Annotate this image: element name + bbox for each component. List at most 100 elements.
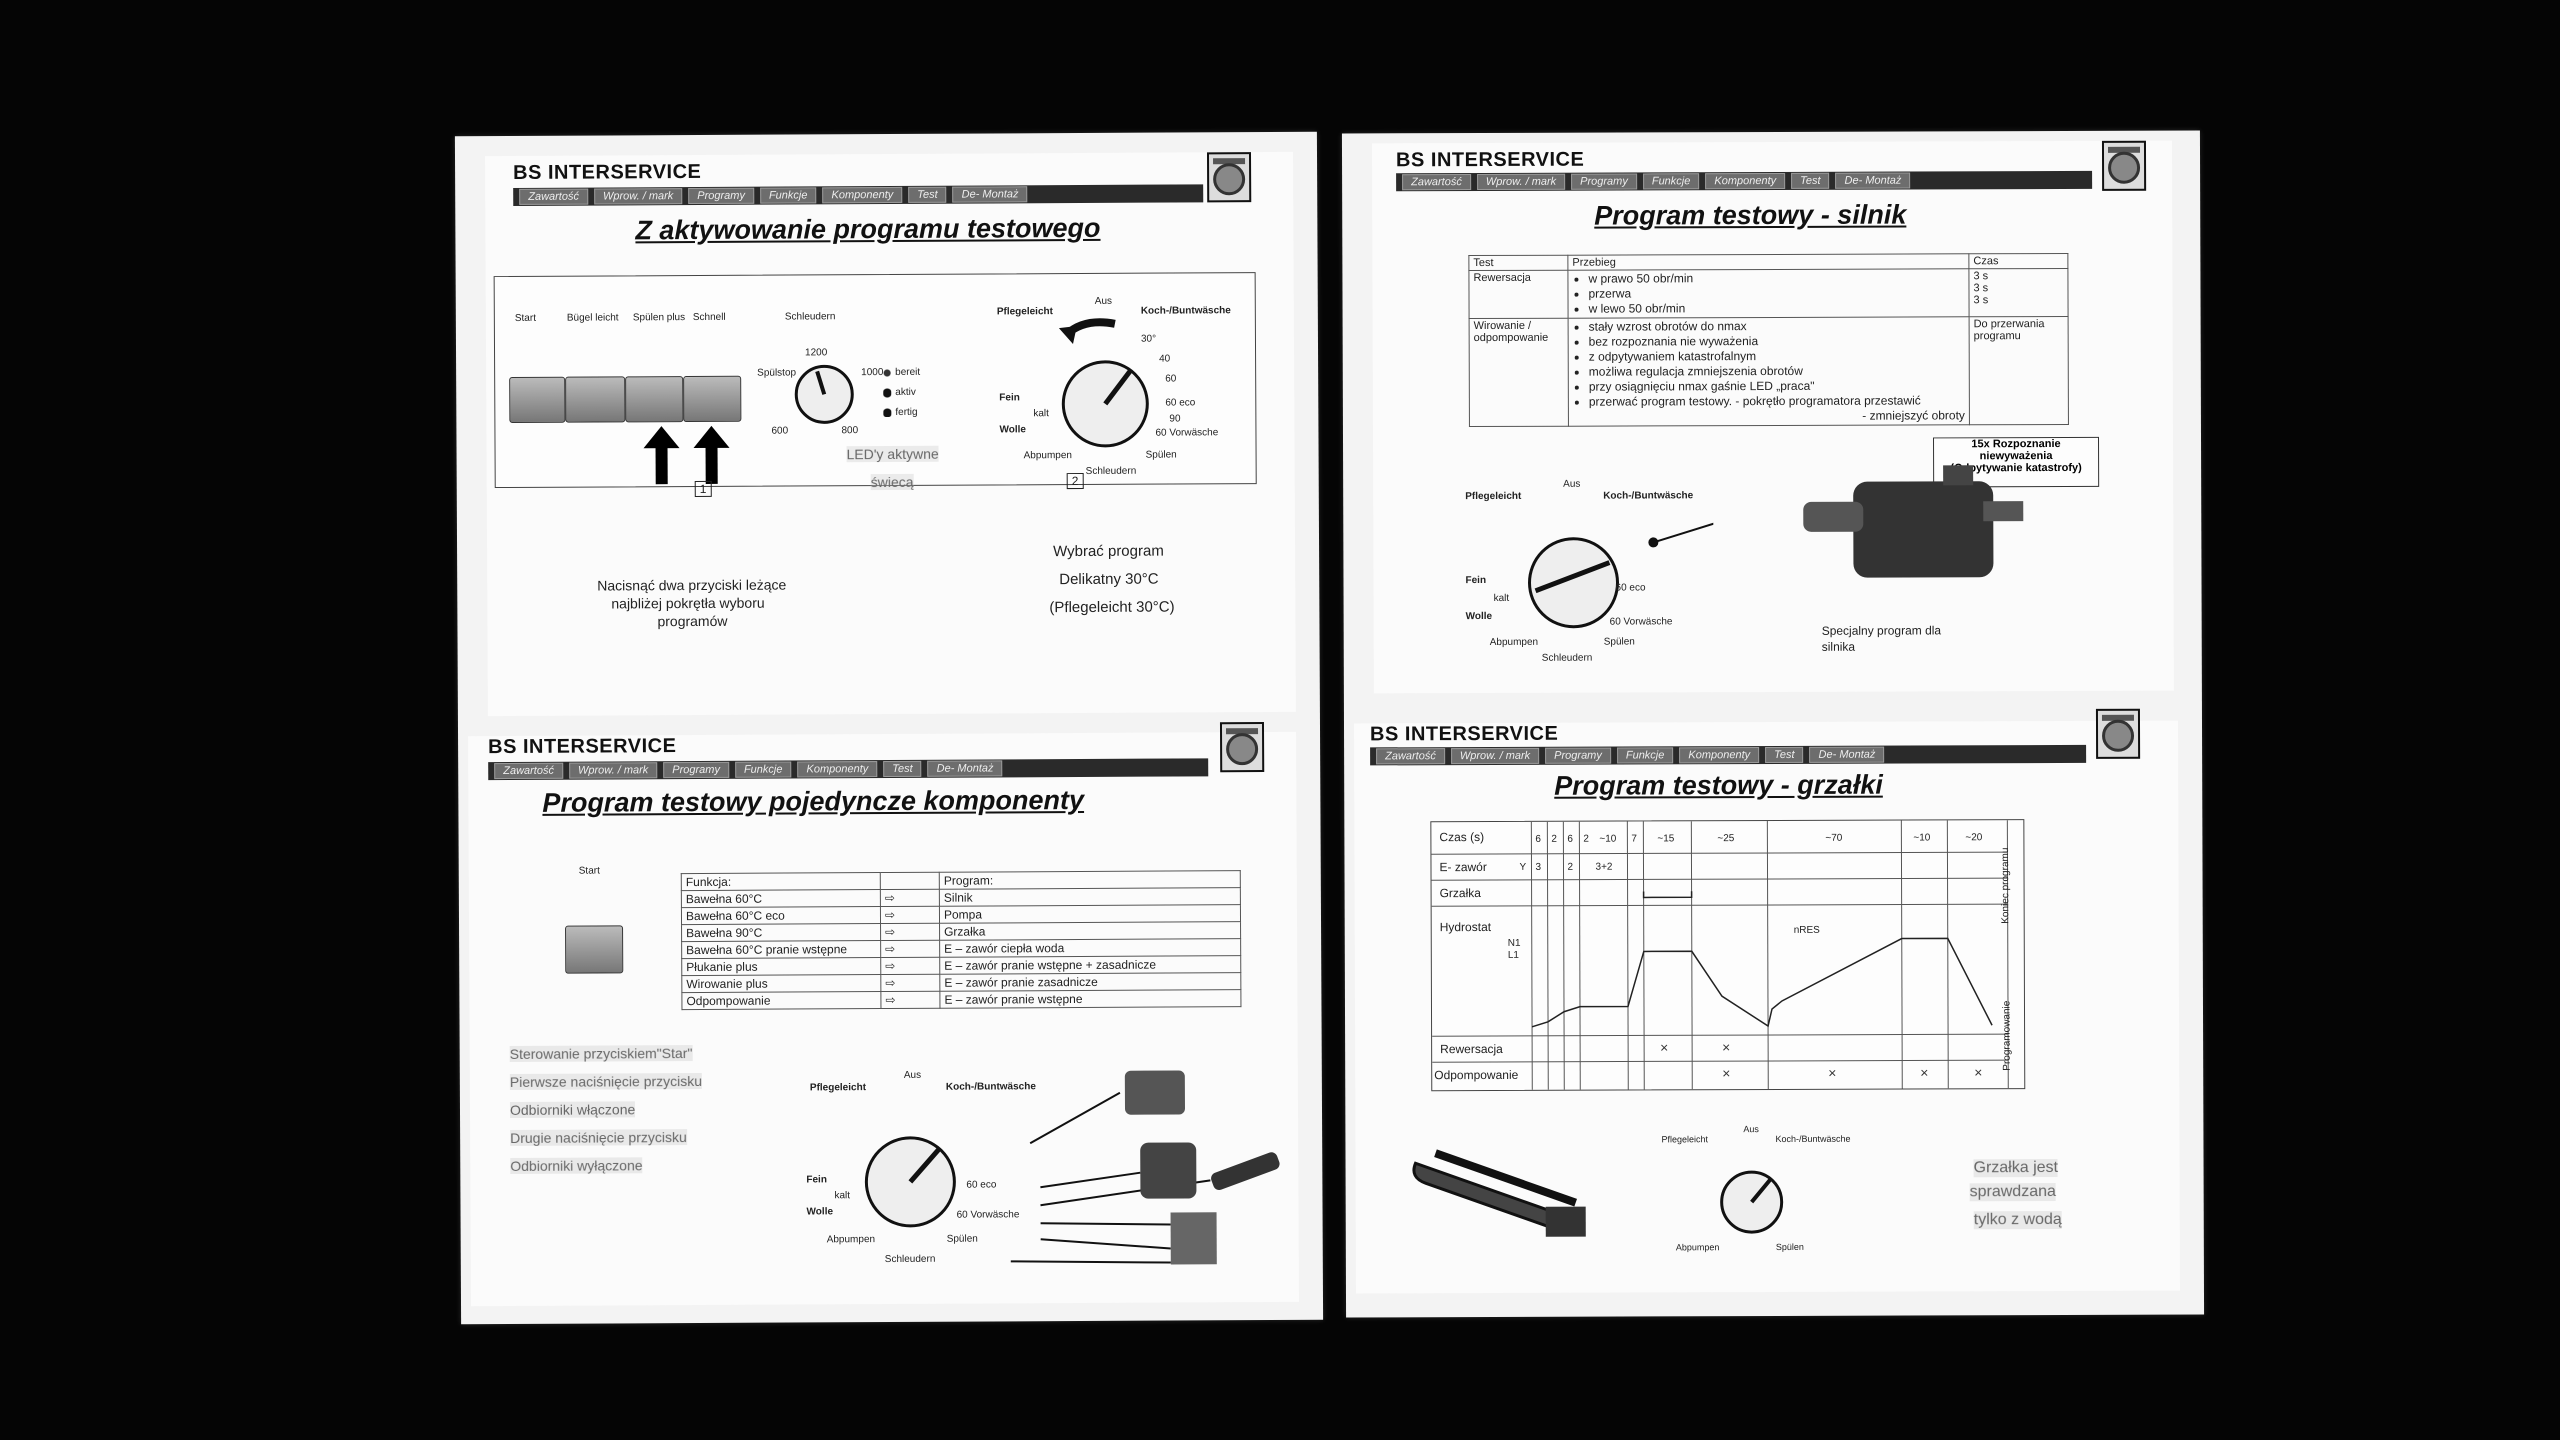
time-value: 2 [1583,833,1589,845]
step-text: Pierwsze naciśnięcie przycisku [509,1072,703,1090]
side-label-koniec: Koniec programu [2000,847,2012,924]
valve-value: 3 [1535,861,1542,873]
tab-test[interactable]: Test [1791,172,1830,189]
dial-kalt: kalt [834,1190,851,1202]
tab-demontaz[interactable]: De- Montaż [1835,172,1911,189]
nav-bar: Zawartość Wprow. / mark Programy Funkcje… [1396,170,2093,192]
dial-aus: Aus [1563,478,1581,490]
tab-komponenty[interactable]: Komponenty [822,186,903,204]
heater-caption-1: Grzałka jest [1973,1159,2059,1178]
dial-abpumpen: Abpumpen [826,1234,876,1246]
spin-1000: 1000 [861,367,884,379]
time-value: ~15 [1657,833,1675,845]
arrow-up-icon [643,426,680,449]
dial-schleudern: Schleudern [1541,652,1593,664]
time-value: 2 [1551,833,1557,845]
program-dial-drawing [864,1136,956,1228]
program-dial-drawing [1058,318,1149,448]
dial-abpumpen: Abpumpen [1675,1242,1720,1253]
tab-komponenty[interactable]: Komponenty [1679,747,1760,764]
time-value: ~70 [1825,832,1843,844]
tab-wprowadzenie[interactable]: Wprow. / mark [1476,173,1566,191]
hydro-nres: nRES [1793,924,1820,936]
dial-aus: Aus [1094,295,1113,307]
step-text: Odbiorniki włączone [509,1101,636,1118]
tab-funkcje[interactable]: Funkcje [734,761,792,778]
dial-60: 60 [1165,373,1177,385]
start-label: Start [578,865,600,877]
slide-title: Program testowy pojedyncze komponenty [542,784,1085,818]
heater-caption-2: sprawdzana [1969,1183,2056,1202]
program-dial-drawing [1720,1170,1784,1234]
washer-logo-icon [1206,152,1252,203]
components-table: Funkcja:Program: Bawełna 60°C⇨Silnik Baw… [681,870,1242,1010]
slide-title: Program testowy - silnik [1594,199,1907,231]
dial-pflegeleicht: Pflegeleicht [809,1082,867,1094]
motor-drawing [1803,465,2024,578]
dial-abpumpen: Abpumpen [1489,636,1539,648]
dial-kalt: kalt [1493,592,1510,604]
time-value: ~10 [1599,833,1617,845]
dial-aus: Aus [1743,1124,1759,1135]
left-caption-3: programów [657,612,728,630]
dial-60vorwasche: 60 Vorwäsche [1609,616,1673,628]
dial-pflegeleicht: Pflegeleicht [1465,490,1522,503]
slide-components-test: BS INTERSERVICE Zawartość Wprow. / mark … [468,722,1300,1307]
tab-zawartosc[interactable]: Zawartość [1376,748,1445,765]
dial-schleudern: Schleudern [884,1253,936,1266]
tab-test[interactable]: Test [908,186,947,203]
tab-demontaz[interactable]: De- Montaż [952,186,1028,203]
tab-programy[interactable]: Programy [1545,747,1611,764]
hydro-n1: N1 [1507,937,1521,949]
dial-kalt: kalt [1033,408,1049,420]
time-value: 6 [1567,833,1573,845]
time-value: ~10 [1913,832,1931,844]
slide-title: Program testowy - grzałki [1554,769,1883,801]
right-sheet: BS INTERSERVICE Zawartość Wprow. / mark … [1341,130,2205,1318]
dial-koch: Koch-/Buntwäsche [1775,1133,1851,1144]
tab-programy[interactable]: Programy [663,761,729,779]
tab-zawartosc[interactable]: Zawartość [1402,174,1471,191]
table-header: Test [1468,255,1568,271]
tab-komponenty[interactable]: Komponenty [1705,172,1786,190]
dial-spulen: Spülen [1145,449,1177,461]
table-row: Odpompowanie⇨E – zawór pranie wstępne [681,989,1241,1010]
left-sheet: BS INTERSERVICE Zawartość Wprow. / mark … [454,131,1324,1325]
arrow-up-icon [693,425,730,449]
tab-wprowadzenie[interactable]: Wprow. / mark [568,762,658,779]
tab-zawartosc[interactable]: Zawartość [494,762,564,780]
start-button-drawing [565,925,624,974]
start-button-drawing [509,376,566,423]
spulen-button-drawing [625,376,684,423]
timing-grid-drawing [1431,820,2009,1090]
dial-30: 30° [1140,333,1157,345]
slide-heater-test: BS INTERSERVICE Zawartość Wprow. / mark … [1353,708,2180,1294]
tab-funkcje[interactable]: Funkcje [1642,173,1700,190]
row-label-odpompowanie: Odpompowanie [1434,1067,1519,1083]
slide-title: Z aktywowanie programu testowego [635,212,1101,246]
heater-element-drawing [1412,1149,1586,1237]
tab-test[interactable]: Test [1765,746,1804,764]
dial-fein: Fein [806,1174,827,1186]
dial-60eco: 60 eco [1165,397,1196,409]
right-caption-2: Delikatny 30°C [1059,570,1159,589]
tab-programy[interactable]: Programy [688,187,754,205]
component-arrows-drawing [1010,1070,1280,1265]
tab-funkcje[interactable]: Funkcje [759,187,817,204]
dial-60vorwasche: 60 Vorwäsche [1155,427,1219,439]
tab-test[interactable]: Test [883,760,922,778]
nav-bar: Zawartość Wprow. / mark Programy Funkcje… [488,758,1209,781]
dial-schleudern: Schleudern [1085,465,1137,477]
arrow-stem [655,446,668,485]
tab-funkcje[interactable]: Funkcje [1616,747,1674,764]
tab-wprowadzenie[interactable]: Wprow. / mark [1450,747,1540,765]
tab-programy[interactable]: Programy [1571,173,1637,190]
tab-demontaz[interactable]: De- Montaż [1809,746,1885,763]
tab-demontaz[interactable]: De- Montaż [927,760,1003,777]
tab-zawartosc[interactable]: Zawartość [519,188,589,205]
dial-koch: Koch-/Buntwäsche [1140,305,1231,317]
tab-komponenty[interactable]: Komponenty [797,761,878,778]
tab-wprowadzenie[interactable]: Wprow. / mark [593,188,683,205]
valve-value: 2 [1567,861,1574,873]
valve-value: 3+2 [1595,861,1613,873]
